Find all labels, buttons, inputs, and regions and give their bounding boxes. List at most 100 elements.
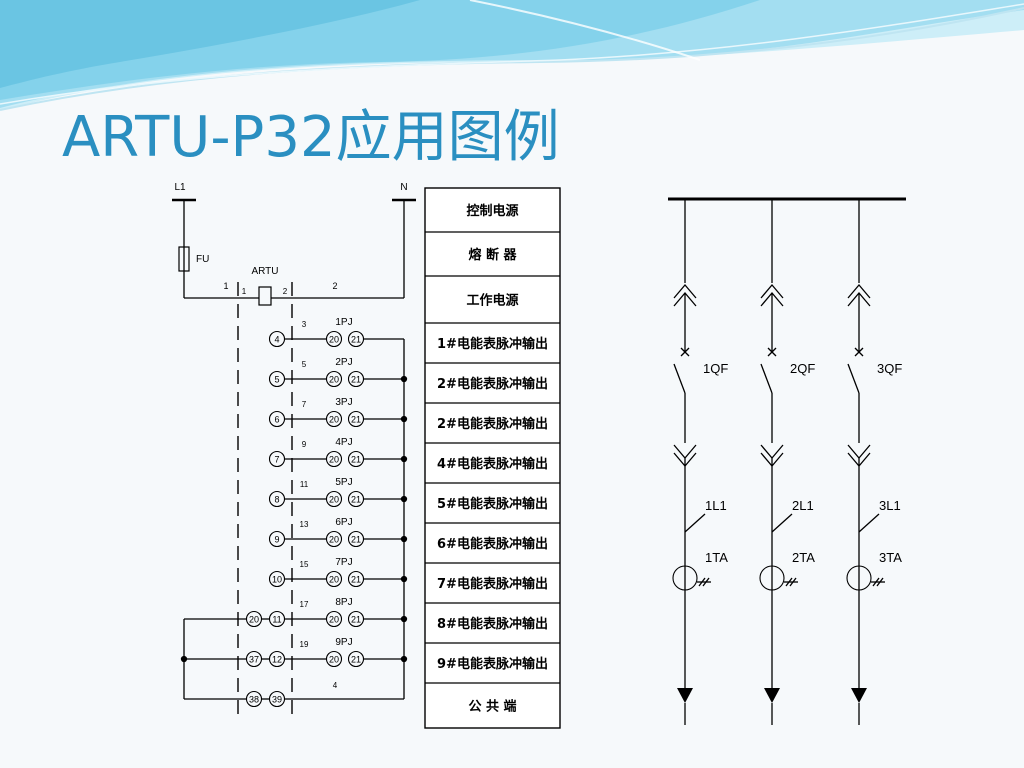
meter-pin-a-number: 20 <box>329 655 339 665</box>
wire-number: 19 <box>300 640 309 649</box>
meter-pin-a <box>325 530 343 548</box>
load-tap <box>684 513 706 533</box>
terminal-number: 7 <box>274 455 279 465</box>
terminal-number: 5 <box>274 375 279 385</box>
load-label: 3L1 <box>879 498 901 513</box>
fuse-label: FU <box>196 254 209 265</box>
meter-label: 1PJ <box>335 317 352 328</box>
left-terminal-number: 20 <box>249 615 259 625</box>
meter-label: 2PJ <box>335 357 352 368</box>
breaker-x <box>680 347 690 357</box>
breaker-x <box>854 347 864 357</box>
device-label: ARTU <box>251 266 278 277</box>
terminal-number: 10 <box>272 575 282 585</box>
coil-pin-right: 2 <box>283 287 288 296</box>
wire-number: 3 <box>302 320 307 329</box>
ct-circle <box>759 565 785 591</box>
legend-item: 公 共 端 <box>468 699 516 715</box>
meter-pin-b-number: 21 <box>351 575 361 585</box>
left-terminal-number: 37 <box>249 655 259 665</box>
upper-contact <box>847 283 871 299</box>
coil-pin-left: 1 <box>242 287 247 296</box>
meter-pin-b-number: 21 <box>351 415 361 425</box>
upper-contact <box>673 283 697 299</box>
meter-label: 5PJ <box>335 477 352 488</box>
ct-label: 2TA <box>792 550 815 565</box>
breaker-x <box>767 347 777 357</box>
legend-item: 5#电能表脉冲输出 <box>437 496 548 512</box>
legend-item: 1#电能表脉冲输出 <box>437 336 548 352</box>
meter-pin-a <box>325 650 343 668</box>
meter-label: 4PJ <box>335 437 352 448</box>
meter-label: 9PJ <box>335 637 352 648</box>
meter-pin-a-number: 20 <box>329 535 339 545</box>
legend-item: 4#电能表脉冲输出 <box>437 456 548 472</box>
ct-label: 1TA <box>705 550 728 565</box>
load-tap <box>771 513 793 533</box>
wire-number: 7 <box>302 400 307 409</box>
ground-arrow <box>764 688 780 703</box>
legend-item: 工作电源 <box>466 293 518 309</box>
meter-pin-b-number: 21 <box>351 495 361 505</box>
breaker-label: 1QF <box>703 361 728 376</box>
legend-item: 7#电能表脉冲输出 <box>437 576 548 592</box>
wire-number: 9 <box>302 440 307 449</box>
legend-item: 控制电源 <box>466 203 518 219</box>
ground-arrow <box>851 688 867 703</box>
meter-pin-a-number: 20 <box>329 415 339 425</box>
legend-item: 2#电能表脉冲输出 <box>437 376 548 392</box>
ct-circle <box>672 565 698 591</box>
coil-symbol <box>258 286 272 306</box>
breaker-blade <box>847 363 860 394</box>
meter-pin-a-number: 20 <box>329 455 339 465</box>
wire-number: 17 <box>300 600 309 609</box>
ct-label: 3TA <box>879 550 902 565</box>
upper-contact <box>760 283 784 299</box>
meter-pin-a <box>325 450 343 468</box>
meter-pin-a <box>325 370 343 388</box>
meter-pin-a-number: 20 <box>329 335 339 345</box>
meter-pin-a <box>325 610 343 628</box>
legend-item: 8#电能表脉冲输出 <box>437 616 548 632</box>
meter-label: 6PJ <box>335 517 352 528</box>
meter-label: 3PJ <box>335 397 352 408</box>
meter-pin-b-number: 21 <box>351 335 361 345</box>
meter-pin-a <box>325 330 343 348</box>
meter-pin-b-number: 21 <box>351 455 361 465</box>
breaker-blade <box>673 363 686 394</box>
meter-pin-b-number: 21 <box>351 655 361 665</box>
common-left-number: 38 <box>249 695 259 705</box>
meter-pin-a-number: 20 <box>329 375 339 385</box>
wire-label-2: 2 <box>332 281 337 291</box>
left-junction-dot <box>180 655 188 663</box>
load-label: 1L1 <box>705 498 727 513</box>
meter-pin-a <box>325 410 343 428</box>
legend-item: 9#电能表脉冲输出 <box>437 656 548 672</box>
common-terminal-number: 39 <box>272 695 282 705</box>
load-tap <box>858 513 880 533</box>
legend-item: 6#电能表脉冲输出 <box>437 536 548 552</box>
meter-pin-b-number: 21 <box>351 535 361 545</box>
slide-title: ARTU-P32应用图例 <box>62 105 560 170</box>
wire-number: 5 <box>302 360 307 369</box>
breaker-label: 2QF <box>790 361 815 376</box>
legend-table <box>424 187 561 729</box>
terminal-number: 12 <box>272 655 282 665</box>
wire-number: 13 <box>300 520 309 529</box>
label-n: N <box>400 182 407 193</box>
wire-number: 11 <box>300 480 309 489</box>
breaker-label: 3QF <box>877 361 902 376</box>
meter-pin-a-number: 20 <box>329 495 339 505</box>
meter-pin-b-number: 21 <box>351 615 361 625</box>
legend-item: 2#电能表脉冲输出 <box>437 416 548 432</box>
legend-item: 熔 断 器 <box>468 247 517 263</box>
meter-pin-b-number: 21 <box>351 375 361 385</box>
meter-pin-a-number: 20 <box>329 575 339 585</box>
terminal-number: 9 <box>274 535 279 545</box>
label-l1: L1 <box>174 182 186 193</box>
ct-circle <box>846 565 872 591</box>
ground-arrow <box>677 688 693 703</box>
common-wire-number: 4 <box>333 681 338 690</box>
